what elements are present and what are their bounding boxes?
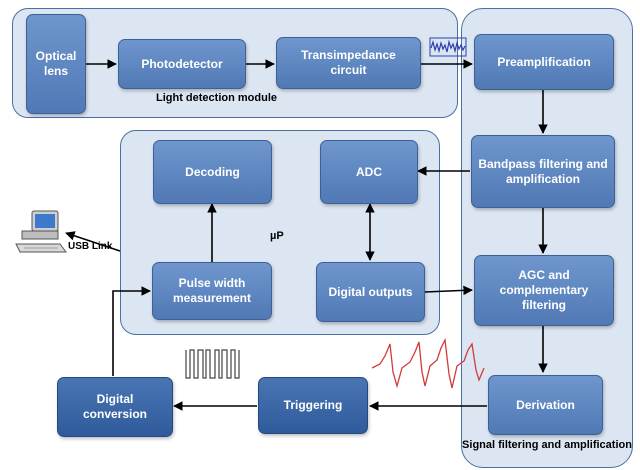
transimpedance-block: Transimpedance circuit: [276, 37, 421, 89]
photodetector-block: Photodetector: [118, 39, 246, 89]
computer-icon: [15, 210, 67, 253]
microprocessor-label: µP: [270, 230, 284, 242]
derivation-block: Derivation: [488, 375, 603, 435]
agc-block: AGC and complementary filtering: [474, 255, 614, 326]
adc-block: ADC: [320, 140, 418, 204]
digital-pulse-train: [185, 349, 240, 379]
triggering-block: Triggering: [258, 377, 368, 434]
optical-lens-block: Optical lens: [26, 14, 86, 114]
light-detection-module-label: Light detection module: [156, 92, 277, 104]
bandpass-block: Bandpass filtering and amplification: [471, 135, 615, 208]
digital-conversion-block: Digital conversion: [57, 377, 173, 437]
digital-outputs-block: Digital outputs: [316, 262, 425, 322]
signal-filtering-label: Signal filtering and amplification: [462, 439, 632, 451]
usb-link-label: USB Link: [68, 241, 113, 252]
decoding-block: Decoding: [153, 140, 272, 204]
pulse-width-block: Pulse width measurement: [152, 262, 272, 320]
preamplification-block: Preamplification: [474, 34, 614, 90]
